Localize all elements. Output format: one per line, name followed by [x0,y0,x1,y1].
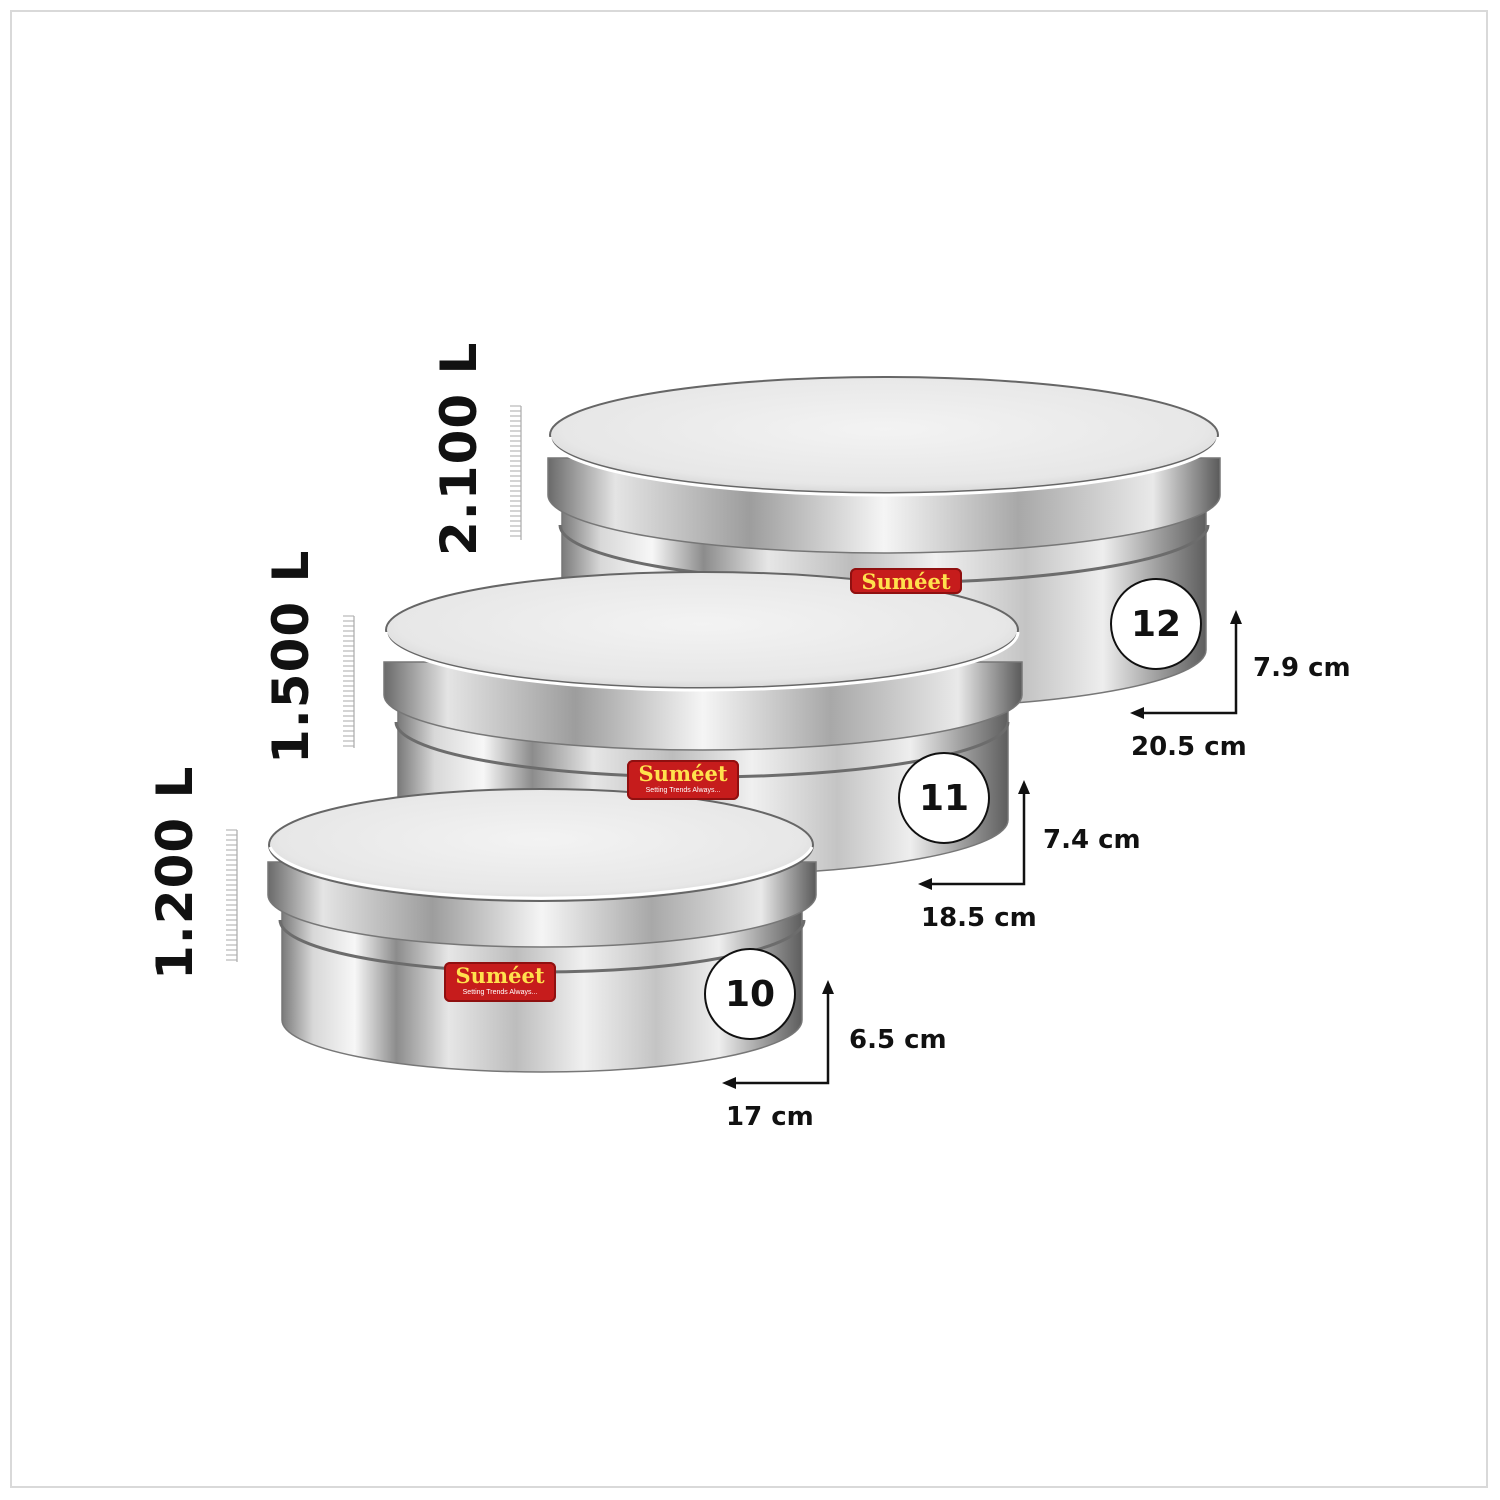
volume-label-1500: 1.500 L [262,549,320,764]
diameter-label-12: 20.5 cm [1131,732,1247,762]
height-label-10: 6.5 cm [849,1025,947,1055]
dimension-arrows [734,622,1238,1085]
size-badge-12: 12 [1110,578,1202,670]
size-badge-10: 10 [704,948,796,1040]
diameter-label-11: 18.5 cm [921,903,1037,933]
volume-label-1200: 1.200 L [146,765,204,980]
arrow-heads [722,610,1242,1089]
brand-logo-10: Suméet Setting Trends Always... [444,962,556,1002]
brand-logo-11: Suméet Setting Trends Always... [627,760,739,800]
image-frame [10,10,1488,1488]
volume-label-2100: 2.100 L [430,341,488,556]
container-10 [267,788,817,1073]
height-label-11: 7.4 cm [1043,825,1141,855]
brand-logo-12: Suméet [850,568,962,594]
height-label-12: 7.9 cm [1253,653,1351,683]
diameter-label-10: 17 cm [726,1102,814,1132]
size-badge-11: 11 [898,752,990,844]
